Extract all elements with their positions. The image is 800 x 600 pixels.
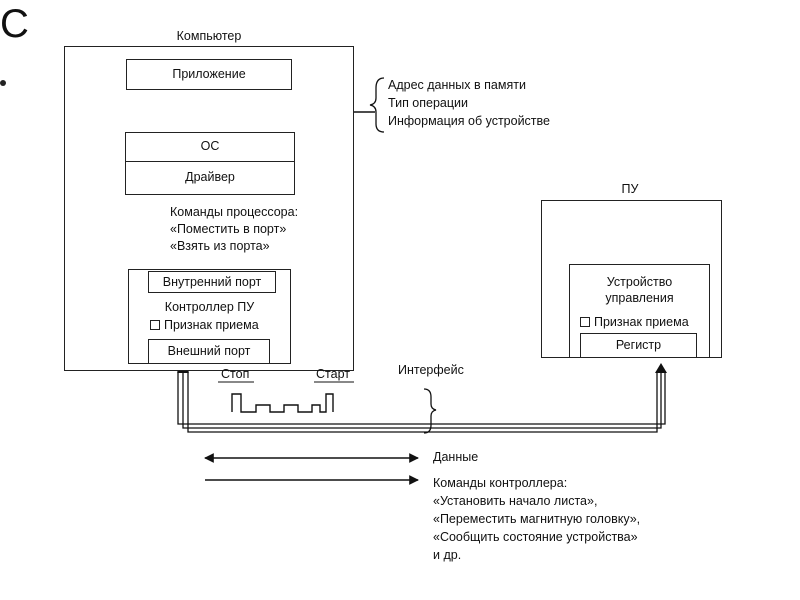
controller-flag-label: Признак приема — [164, 318, 259, 332]
controller-command-move-head: «Переместить магнитную головку», — [433, 512, 641, 526]
app-label: Приложение — [172, 67, 246, 81]
external-port-box — [148, 339, 270, 364]
device-flag: Признак приема — [580, 315, 689, 330]
internal-port-box — [148, 271, 276, 293]
device-flag-label: Признак приема — [594, 315, 689, 329]
register-box — [580, 333, 697, 358]
request-info-device: Информация об устройстве — [388, 114, 550, 128]
os-driver-box — [125, 132, 295, 195]
computer-title: Компьютер — [176, 29, 242, 43]
signal-waveform — [231, 393, 334, 413]
controller-commands-title: Команды контроллера: — [433, 476, 568, 490]
corner-letter: С — [0, 2, 29, 46]
os-driver-divider — [125, 161, 295, 163]
driver-label: Драйвер — [185, 170, 235, 184]
cpu-commands-title: Команды процессора: — [170, 205, 299, 219]
controller-flag-checkbox — [150, 320, 160, 330]
register-label: Регистр — [615, 338, 662, 352]
control-unit-label-2: управления — [605, 291, 674, 305]
control-unit-label-1: Устройство — [606, 275, 673, 289]
controller-command-set-sheet: «Установить начало листа», — [433, 494, 598, 508]
internal-port-label: Внутренний порт — [162, 275, 262, 289]
cpu-command-get: «Взять из порта» — [170, 239, 270, 253]
external-port-label: Внешний порт — [167, 344, 251, 358]
stop-label: Стоп — [221, 367, 250, 381]
data-legend-label: Данные — [433, 450, 479, 464]
start-label: Старт — [316, 367, 350, 381]
controller-command-report-status: «Сообщить состояние устройства» — [433, 530, 638, 544]
interface-cable — [177, 371, 666, 433]
request-info-brace — [369, 77, 385, 133]
cpu-command-put: «Поместить в порт» — [170, 222, 287, 236]
controller-flag: Признак приема — [150, 318, 259, 333]
device-flag-checkbox — [580, 317, 590, 327]
request-info-address: Адрес данных в памяти — [388, 78, 526, 92]
device-title: ПУ — [621, 182, 639, 196]
corner-mark — [0, 80, 6, 86]
os-label: ОС — [200, 139, 220, 153]
app-box — [126, 59, 292, 90]
request-info-op-type: Тип операции — [388, 96, 469, 110]
controller-label: Контроллер ПУ — [164, 300, 255, 314]
interface-brace — [423, 388, 437, 434]
controller-command-etc: и др. — [433, 548, 462, 562]
interface-label: Интерфейс — [398, 363, 464, 377]
